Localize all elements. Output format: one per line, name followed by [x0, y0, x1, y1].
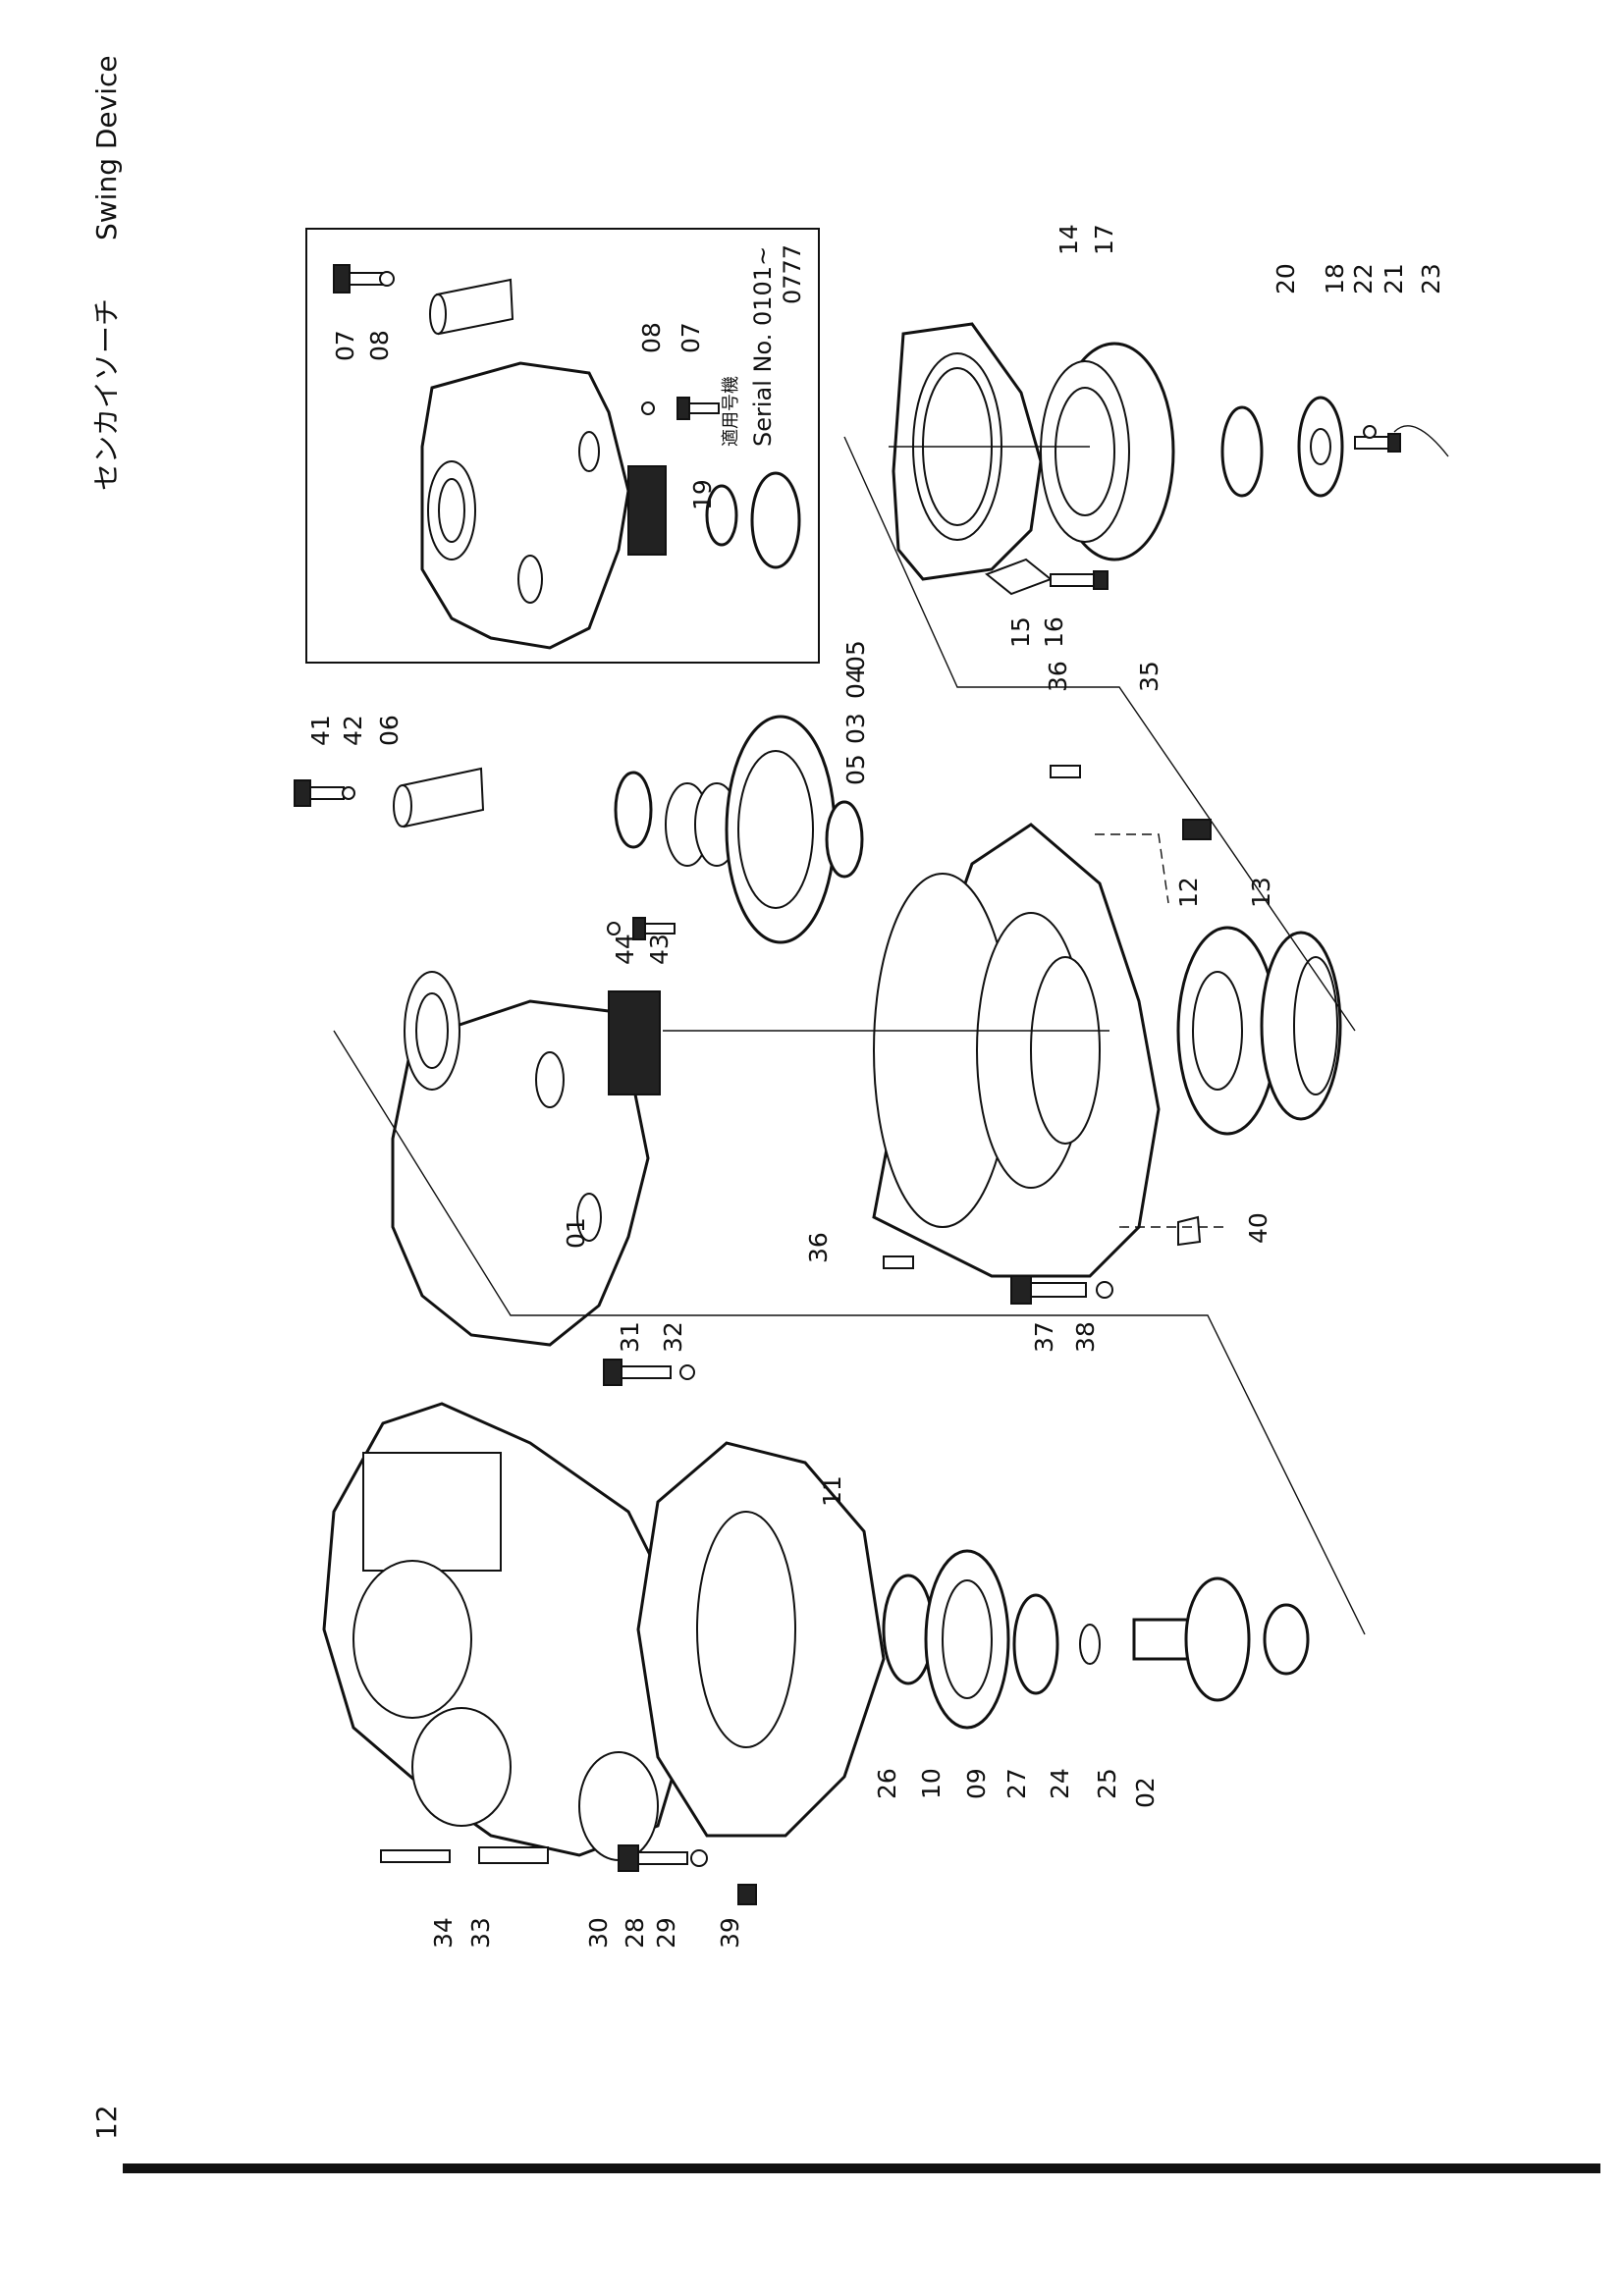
part-label-03: 03 [841, 713, 870, 744]
pin-bolt-washer [294, 779, 676, 940]
bottom-rule [123, 2163, 1600, 2173]
plate-and-bolt [985, 558, 1109, 596]
part-label-31: 31 [616, 1321, 644, 1353]
inset-bolts [333, 264, 720, 420]
ring-gear-cover [892, 322, 1043, 581]
part-label-11: 11 [818, 1475, 846, 1507]
bearing-and-rings [882, 1549, 1101, 1730]
part-label-36-a: 36 [1044, 661, 1072, 692]
part-label-09: 09 [962, 1768, 991, 1799]
part-label-21: 21 [1380, 263, 1408, 294]
part-label-41: 41 [306, 715, 335, 746]
part-label-22: 22 [1349, 263, 1378, 294]
part-label-33: 33 [466, 1917, 495, 1949]
part-label-35: 35 [1135, 661, 1163, 692]
part-label-17: 17 [1090, 224, 1118, 255]
part-label-43: 43 [645, 934, 674, 965]
part-label-36-b: 36 [804, 1232, 833, 1263]
planet-carrier [391, 971, 661, 1347]
part-label-08-b: 08 [637, 322, 666, 353]
inset-serial-to: 0777 [779, 244, 806, 304]
part-label-15: 15 [1006, 616, 1035, 648]
part-label-40: 40 [1244, 1212, 1272, 1244]
housing-bolt-washer [1010, 1275, 1113, 1305]
planet-gear-set [614, 715, 864, 944]
part-label-37: 37 [1030, 1321, 1058, 1353]
title-japanese: センカイソーチ [90, 298, 123, 491]
part-label-13: 13 [1247, 877, 1275, 908]
page-number: 12 [90, 2105, 123, 2140]
part-label-29: 29 [652, 1917, 680, 1949]
swing-housing [872, 823, 1161, 1278]
ring-gear [1040, 342, 1175, 561]
part-label-34: 34 [429, 1917, 458, 1949]
part-label-10: 10 [917, 1768, 946, 1799]
part-label-24: 24 [1046, 1768, 1074, 1799]
part-label-42: 42 [339, 715, 367, 746]
inset-rings [705, 471, 801, 569]
part-label-18: 18 [1321, 263, 1349, 294]
inset-box [305, 228, 820, 664]
oil-seal [1260, 931, 1342, 1121]
reduction-cover [636, 1441, 886, 1838]
part-label-23: 23 [1417, 263, 1445, 294]
part-label-39: 39 [716, 1917, 744, 1949]
part-label-01: 01 [562, 1217, 590, 1249]
part-label-12: 12 [1174, 877, 1203, 908]
roller-bearing [1176, 926, 1278, 1136]
planet-pin [393, 767, 485, 828]
part-label-05-b: 05 [841, 754, 870, 785]
inset-applicable-label: 適用号機 [721, 376, 741, 447]
part-label-38: 38 [1071, 1321, 1100, 1353]
part-label-04: 04 [841, 667, 870, 699]
inset-serial-label: Serial No. 0101~ [749, 246, 777, 447]
part-label-27: 27 [1002, 1768, 1031, 1799]
part-label-26: 26 [873, 1768, 901, 1799]
part-label-05-a: 05 [841, 640, 870, 671]
shim-ring [1220, 405, 1264, 498]
title-english: Swing Device [90, 55, 123, 240]
part-label-19: 19 [688, 479, 717, 510]
part-label-07-b: 07 [676, 322, 705, 353]
plug-and-cap [1177, 819, 1212, 1247]
inset-planet-carrier [420, 361, 667, 650]
dowel-pins [883, 765, 1081, 1269]
part-label-07-a: 07 [331, 330, 359, 361]
part-label-16: 16 [1040, 616, 1068, 648]
part-label-06: 06 [375, 715, 404, 746]
thrust-plate [1297, 396, 1344, 498]
inset-pin [429, 278, 514, 336]
part-label-28: 28 [621, 1917, 649, 1949]
part-label-08-a: 08 [365, 330, 394, 361]
part-label-14: 14 [1055, 224, 1083, 255]
leader-lines [333, 436, 1366, 1635]
part-label-20: 20 [1271, 263, 1300, 294]
part-label-30: 30 [584, 1917, 613, 1949]
part-label-32: 32 [659, 1321, 687, 1353]
part-label-44: 44 [611, 934, 639, 965]
part-label-25: 25 [1093, 1768, 1121, 1799]
hydraulic-motor [322, 1402, 689, 1861]
lock-bolt-wire [1354, 425, 1449, 457]
sun-pinion-shaft [1132, 1576, 1310, 1702]
motor-bolts [380, 1359, 757, 1905]
part-label-02: 02 [1131, 1777, 1160, 1808]
